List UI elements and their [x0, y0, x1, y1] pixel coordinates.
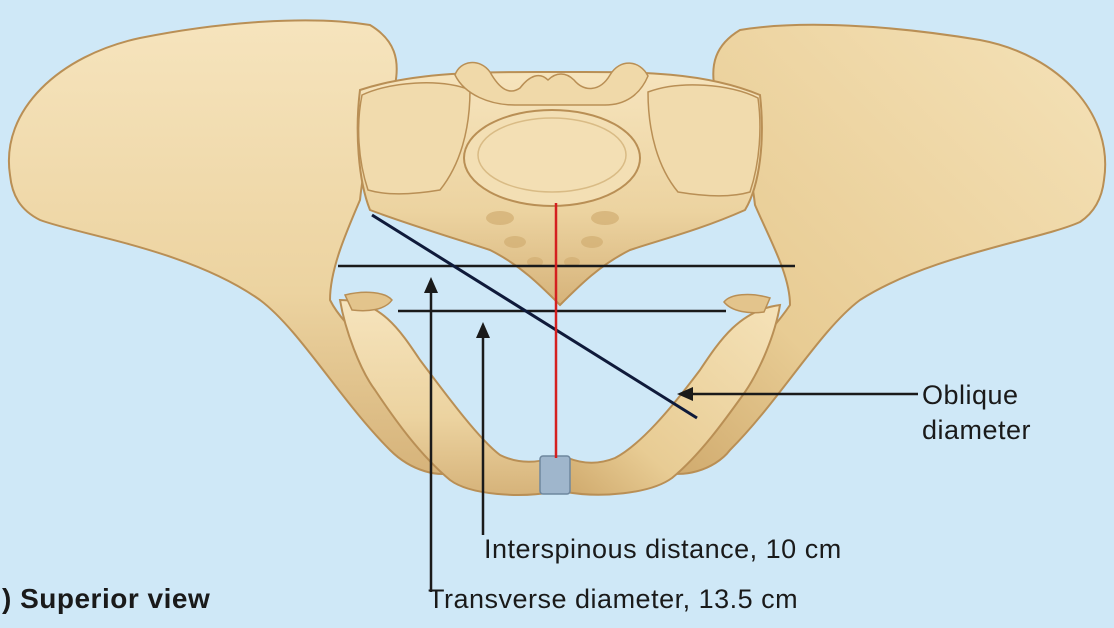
oblique-diameter-label-line1: Oblique [922, 379, 1019, 411]
interspinous-distance-label: Interspinous distance, 10 cm [484, 533, 842, 565]
right-ischial-spine [724, 295, 770, 313]
view-caption: ) Superior view [2, 583, 210, 615]
vertebral-processes [455, 63, 648, 105]
pubic-symphysis [540, 456, 570, 494]
interspinous-arrow [476, 322, 490, 535]
oblique-diameter-label-line2: diameter [922, 414, 1031, 446]
left-ischial-spine [345, 292, 392, 310]
transverse-diameter-label: Transverse diameter, 13.5 cm [428, 583, 798, 615]
